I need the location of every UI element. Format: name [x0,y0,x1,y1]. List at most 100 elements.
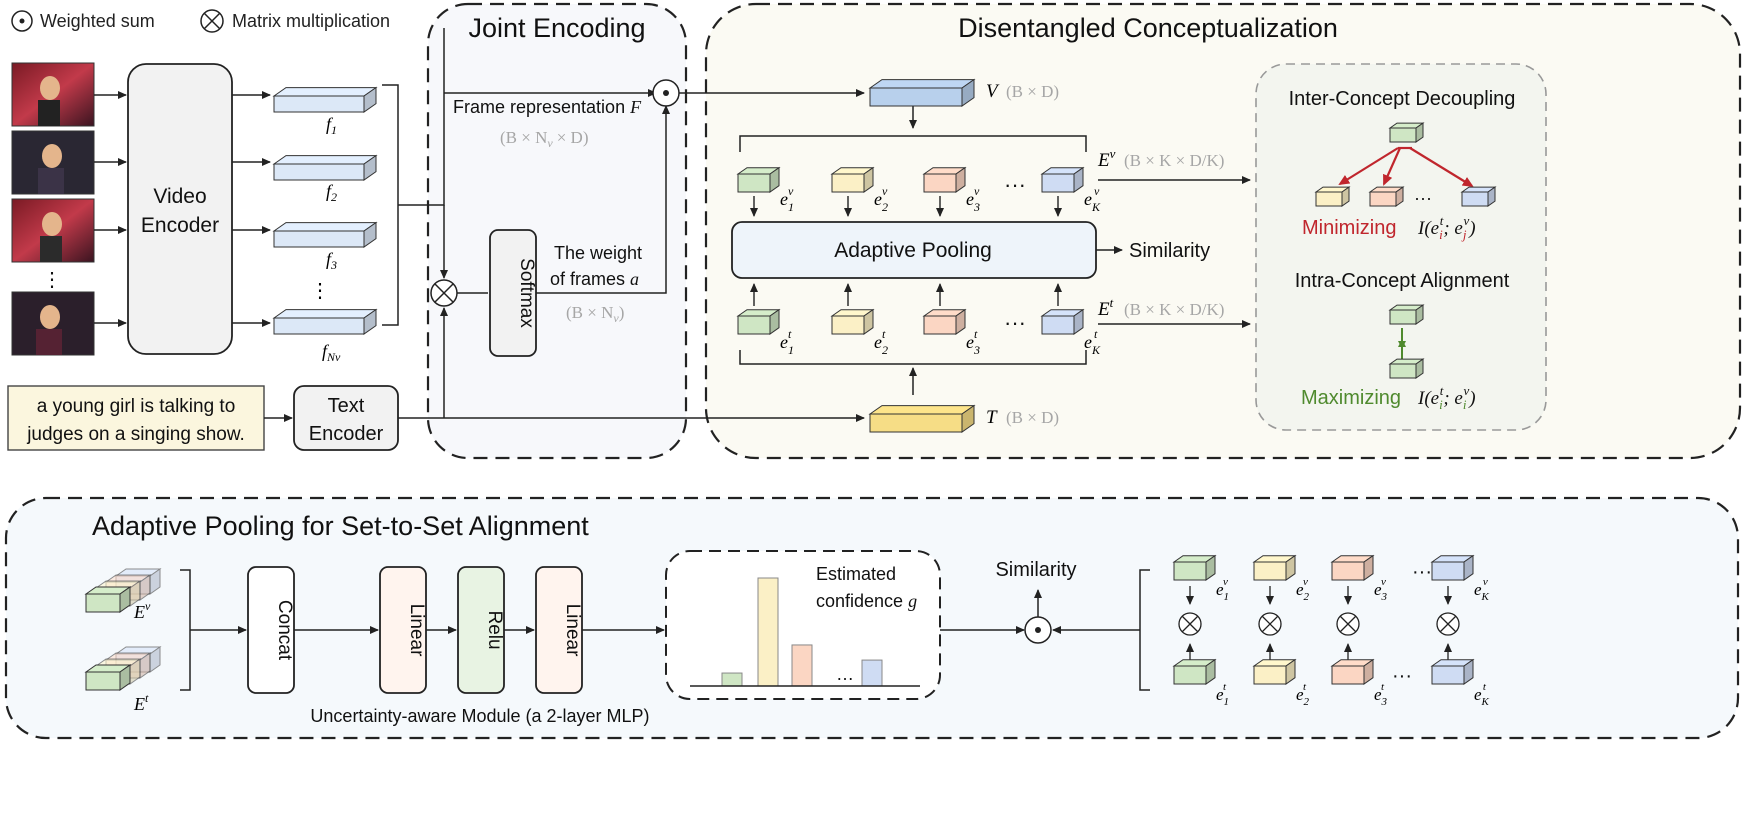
V-dim: (B × D) [1006,82,1059,101]
V-label: V [986,81,1000,102]
video-encoder-label: Video [153,185,206,208]
bottom-ev-cube [1172,554,1217,581]
adaptive-pooling-label: Adaptive Pooling [834,239,992,262]
module-caption: Uncertainty-aware Module (a 2-layer MLP) [310,706,649,726]
linear2-label: Linear [562,604,583,657]
adaptive-pooling-title: Adaptive Pooling for Set-to-Set Alignmen… [92,511,589,541]
frame-rep-dim: (B × Nv× D) [500,128,588,150]
svg-text:f2: f2 [326,181,337,204]
svg-text:f3: f3 [326,249,337,272]
inter-dots: ··· [1414,188,1432,208]
ev-concept-cube [736,166,781,193]
bottom-similarity-label: Similarity [995,559,1076,581]
frame-feature-bar [272,86,378,113]
bottom-ev-cube [1252,554,1297,581]
T-label: T [986,407,998,428]
joint-encoding-panel [426,2,688,460]
matrix-mult-op [1336,612,1360,636]
set-cube [84,664,132,691]
video-encoder-box [127,63,233,355]
et-bracket [739,350,1087,365]
T-embedding-bar [868,404,976,433]
ev-dots: ··· [1004,172,1026,197]
text-encoder-label: Encoder [309,423,384,445]
bottom-et-label: e1t [1216,681,1229,708]
et-concept-label: e1t [780,327,794,357]
Et-dim: (B × K × D/K) [1124,300,1224,319]
text-encoder-label: Text [328,395,365,417]
matrix-mult-icon [200,9,224,33]
frame-bracket [382,84,399,326]
legend-weighted-sum: Weighted sum [40,11,155,31]
bottom-ev-cube [1430,554,1475,581]
histogram-bar [791,644,813,687]
inter-leaf-cube [1368,186,1405,207]
matrix-mult-op [430,279,458,307]
Et-stack [84,646,162,691]
relu-label: Relu [484,610,505,649]
frame-feature-bar [272,308,378,335]
intra-concept-title: Intra-Concept Alignment [1295,270,1510,292]
Et-label: Et [1097,295,1114,320]
video-frame-thumbnail [11,62,95,127]
et-concept-label: e2t [874,327,888,357]
histogram-bar [861,659,883,687]
bottom-right-bracket [1139,569,1150,691]
et-concept-cube [830,308,875,335]
disentangled-title: Disentangled Conceptualization [958,13,1338,43]
legend: Weighted sum Matrix multiplication [11,9,390,33]
video-frames: ⋮ [11,62,127,356]
frames-ellipsis: ⋮ [42,269,62,291]
bottom-ev-label: e2v [1296,576,1310,603]
weight-dim: (B × Nv) [566,303,624,325]
et-dots: ··· [1004,310,1026,335]
ev-concept-cube [830,166,875,193]
bottom-et-dots: ··· [1392,665,1412,687]
matrix-mult-op [1436,612,1460,636]
matrix-mult-op [1258,612,1282,636]
T-dim: (B × D) [1006,408,1059,427]
V-embedding-bar [868,78,976,107]
concat-label: Concat [274,600,295,661]
intra-bottom-cube [1388,358,1425,379]
histogram-bar [757,577,779,687]
ev-concept-label: e2v [874,184,888,214]
bottom-ev-label: e1v [1216,576,1229,603]
inter-leaf-cube [1314,186,1351,207]
Ev-dim: (B × K × D/K) [1124,151,1224,170]
video-frame-thumbnail [11,291,95,356]
bottom-ev-label: e3v [1374,576,1388,603]
intra-top-cube [1388,304,1425,325]
svg-text:⋮: ⋮ [310,280,330,302]
inter-concept-title: Inter-Concept Decoupling [1289,88,1516,110]
maximizing-formula: I(eit; eiv) [1417,383,1476,412]
legend-matrix-mult: Matrix multiplication [232,11,390,31]
joint-encoding-title: Joint Encoding [468,13,645,43]
matrix-mult-op [1178,612,1202,636]
et-concept-cube [736,308,781,335]
bottom-et-cube [1430,658,1475,685]
histogram-bar [721,672,743,687]
caption-line: judges on a singing show. [26,424,245,445]
minimizing-label: Minimizing [1302,217,1396,239]
svg-text:f1: f1 [326,114,337,137]
ev-concept-label: e3v [966,184,980,214]
softmax-label: Softmax [516,258,537,328]
frame-feature-labels: f1 f2 f3 ⋮ fNv [310,114,341,364]
frame-feature-bar [272,221,378,248]
ev-concept-cube [922,166,967,193]
svg-text:fNv: fNv [322,341,341,364]
bottom-ev-cube [1330,554,1375,581]
estimated-label: Estimated [816,564,896,584]
inter-leaf-cube [1460,186,1497,207]
frame-features [272,86,378,335]
ev-concept-label: e1v [780,184,794,214]
caption-box [7,385,265,451]
bottom-et-cube [1252,658,1297,685]
video-frame-thumbnail [11,130,95,195]
